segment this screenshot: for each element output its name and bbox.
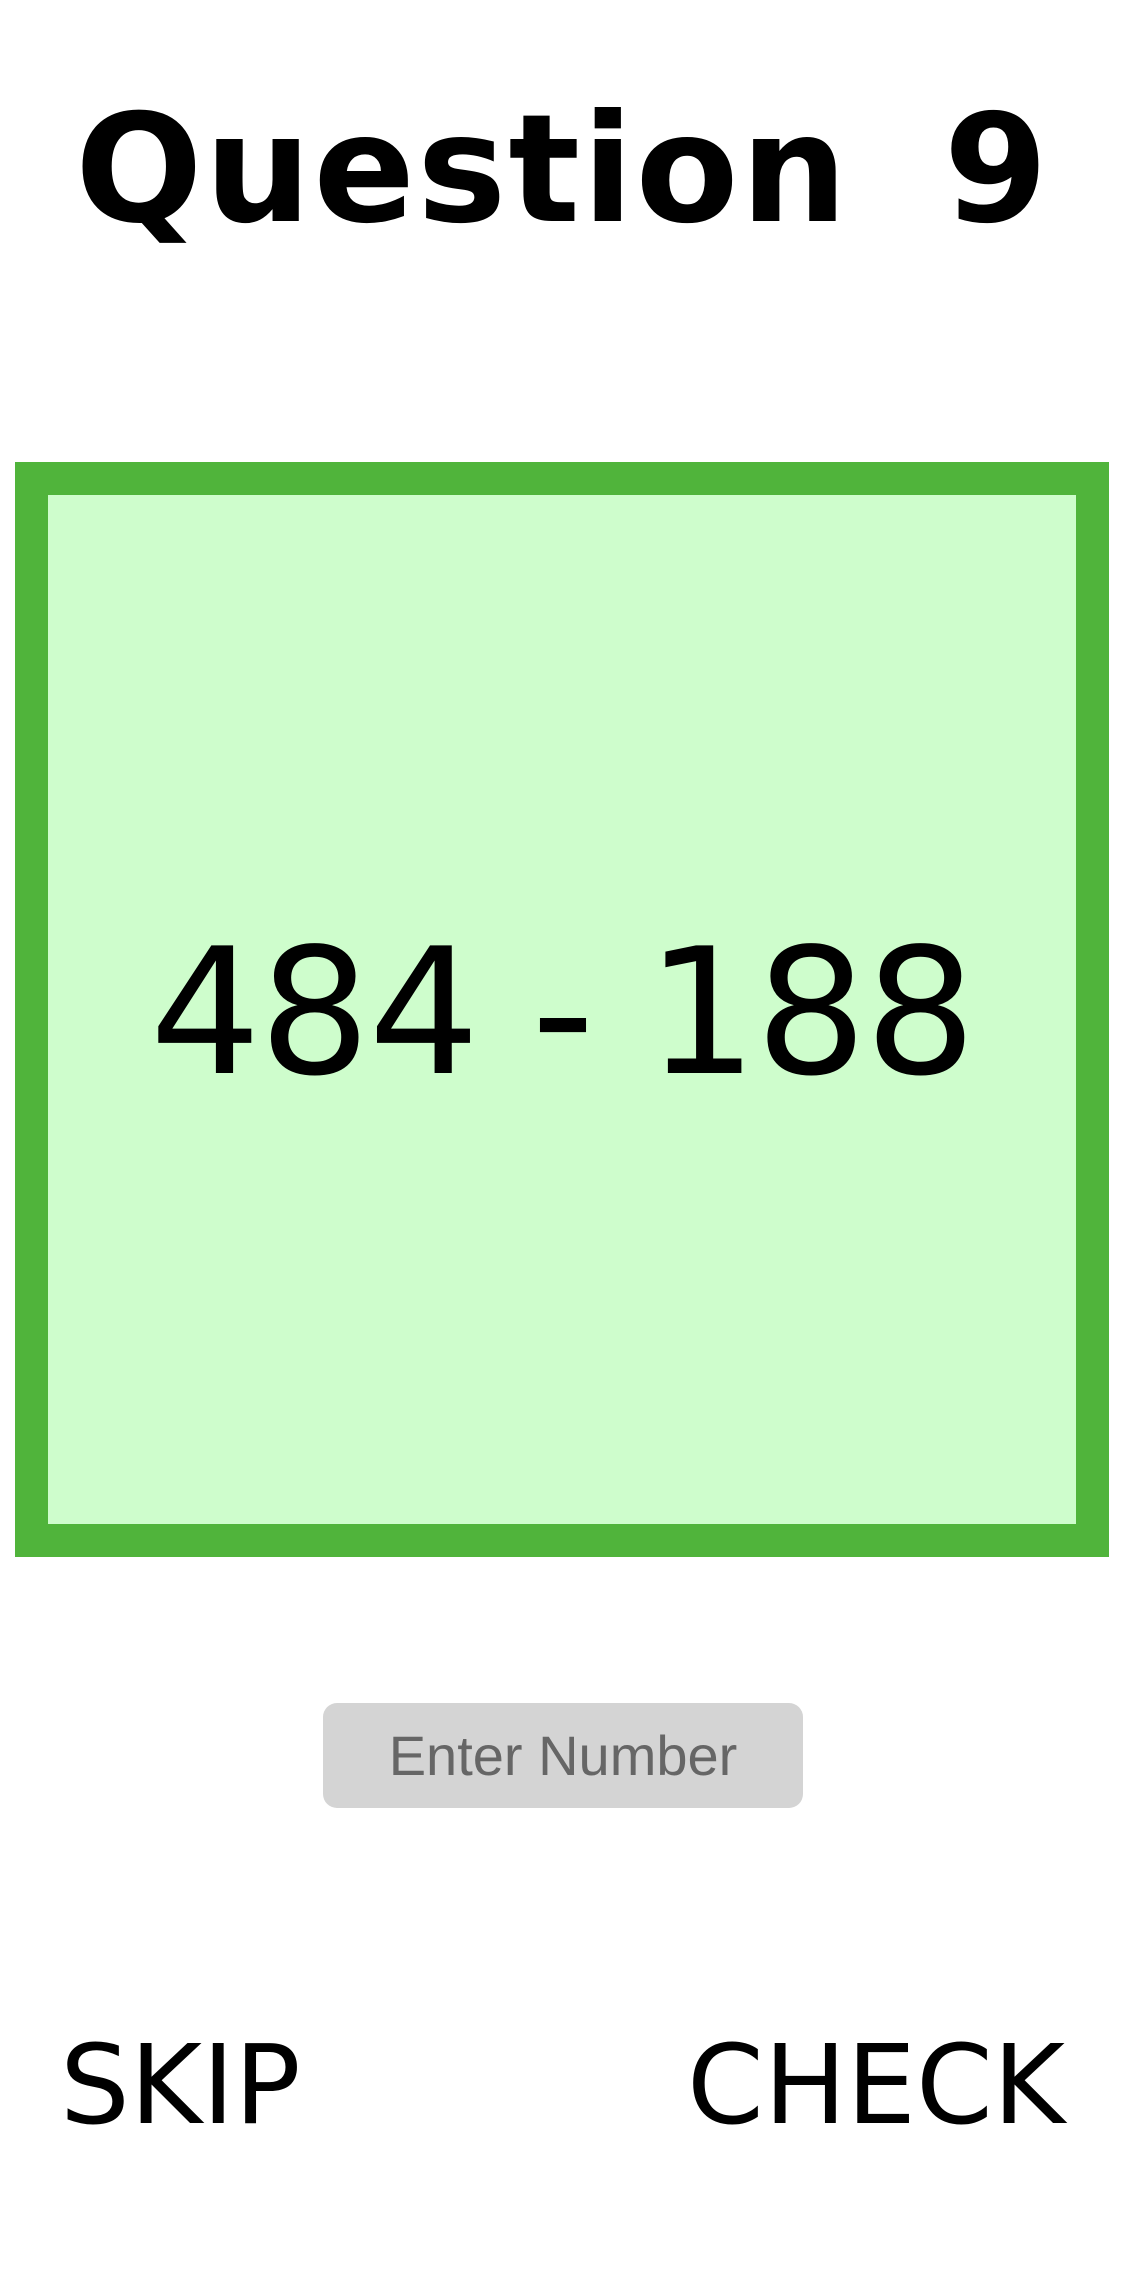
question-card: 484 - 188 xyxy=(15,462,1109,1557)
question-title: Question 9 xyxy=(75,83,1050,257)
answer-input[interactable] xyxy=(323,1703,803,1808)
skip-button[interactable]: SKIP xyxy=(60,2021,301,2149)
check-button[interactable]: CHECK xyxy=(687,2021,1065,2149)
math-expression: 484 - 188 xyxy=(149,912,976,1115)
